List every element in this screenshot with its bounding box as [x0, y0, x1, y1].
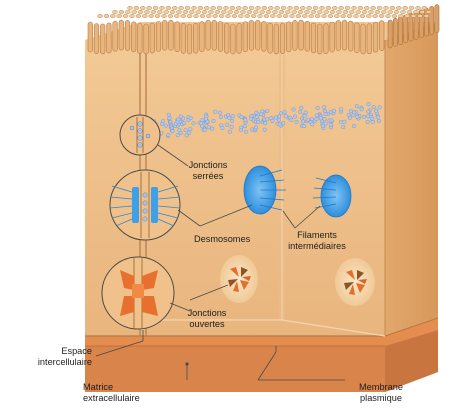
- gap-junction-face-1: [220, 255, 258, 303]
- label-gap-junctions: Jonctions ouvertes: [187, 308, 227, 329]
- microvilli: [87, 4, 440, 55]
- label-plasma-membrane: Membrane plasmique: [359, 382, 403, 403]
- label-tight-junctions: Jonctions serrées: [188, 160, 228, 181]
- desmosome-face-2: [312, 174, 352, 218]
- callout-lines: [95, 144, 345, 381]
- desmosome-face-1: [243, 165, 286, 215]
- desmosome-zoom: [109, 169, 181, 241]
- gap-junction-zoom: [101, 256, 175, 330]
- label-intercellular-space: Espace intercellulaire: [37, 346, 92, 367]
- label-intermediate-filaments: Filaments intermédiaires: [288, 230, 346, 251]
- extracellular-matrix: [85, 318, 438, 392]
- label-desmosomes: Desmosomes: [194, 234, 251, 244]
- tight-junction-zoom: [119, 114, 161, 156]
- gap-junction-face-2: [335, 258, 375, 306]
- tight-junction-band: [147, 102, 382, 141]
- label-extracellular-matrix: Matrice extracellulaire: [83, 382, 140, 403]
